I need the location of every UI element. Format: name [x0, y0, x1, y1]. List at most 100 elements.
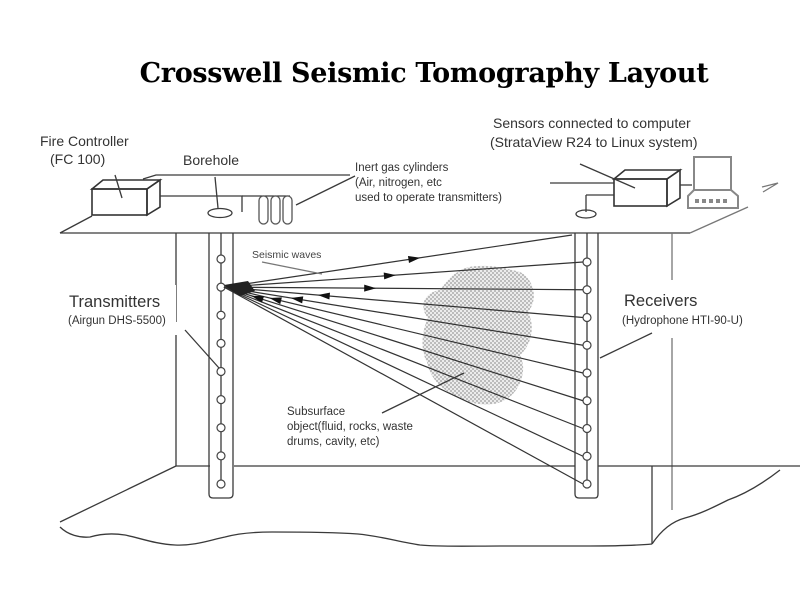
diagram-title: Crosswell Seismic Tomography Layout: [140, 58, 710, 89]
receiver-sensor: [582, 396, 592, 406]
fire-controller-leader: [114, 174, 123, 199]
subsurface-object-detail-1: object(fluid, rocks, waste: [287, 421, 413, 433]
transmitter-casing: [208, 233, 234, 499]
recorder-side: [666, 168, 681, 208]
transmitter-sensor: [216, 395, 226, 405]
seismic-ray: [223, 286, 584, 457]
gas-cylinders-label: Inert gas cylinders: [355, 162, 449, 174]
ray-arrowhead-icon: [269, 297, 282, 305]
transmitters-label: Transmitters: [69, 293, 160, 311]
gas-cylinders-leader: [295, 175, 356, 206]
receiver-casing: [574, 233, 599, 499]
seismic-ray: [223, 286, 584, 374]
transmitter-sensor: [216, 479, 226, 489]
ray-arrowhead-icon: [383, 272, 396, 280]
keyboard-keys: [695, 199, 727, 203]
ground-wavy-bottom: [59, 526, 653, 547]
receiver-sensor: [582, 257, 592, 267]
sensors-label: Sensors connected to computer: [493, 115, 691, 131]
gas-cylinders-detail-2: used to operate transmitters): [355, 192, 502, 204]
gas-cylinder: [282, 195, 293, 225]
seismic-ray: [223, 286, 584, 402]
ray-arrowhead-icon: [407, 256, 421, 263]
seismic-ray-fan: [223, 234, 584, 485]
subsurface-object-leader: [381, 372, 465, 414]
ray-arrowhead-icon: [317, 292, 330, 300]
source-blast-icon: [224, 281, 255, 296]
receiver-sensor: [582, 285, 592, 295]
fire-controller-label: Fire Controller: [40, 133, 129, 149]
transmitter-sensor: [216, 451, 226, 461]
subsurface-anomaly: [422, 265, 534, 405]
gas-cylinders-detail-1: (Air, nitrogen, etc: [355, 177, 442, 189]
receivers-leader: [599, 332, 653, 359]
sensor-recorder-box: [579, 163, 683, 208]
transmitter-sensor: [216, 310, 226, 320]
seismic-ray: [223, 286, 584, 319]
receiver-sensor: [582, 340, 592, 350]
computer-screen: [693, 156, 732, 191]
label-fire-controller: Fire Controller (FC 100): [40, 133, 129, 167]
label-subsurface-object: Subsurface object(fluid, rocks, waste dr…: [287, 406, 413, 448]
borehole-label: Borehole: [183, 152, 239, 168]
receiver-borehole-opening: [575, 209, 597, 219]
computer-icon: [687, 156, 739, 209]
transmitter-borehole-opening: [207, 207, 233, 219]
label-sensors: Sensors connected to computer (StrataVie…: [490, 115, 698, 150]
label-gas-cylinders: Inert gas cylinders (Air, nitrogen, etc …: [355, 162, 502, 204]
receiver-sensor: [582, 368, 592, 378]
receiver-sensor-group: [582, 257, 592, 489]
gas-cylinder: [270, 195, 281, 225]
transmitter-sensor-group: [216, 254, 226, 489]
transmitter-sensor: [216, 338, 226, 348]
receivers-label: Receivers: [624, 292, 697, 310]
transmitter-sensor: [216, 423, 226, 433]
ground-block: [59, 174, 800, 547]
seismic-ray: [223, 286, 584, 346]
receiver-sensor: [582, 479, 592, 489]
right-slant-edge: [651, 469, 781, 545]
sensors-leader: [579, 163, 636, 189]
recorder-front: [613, 178, 668, 207]
subsurface-object-detail-2: drums, cavity, etc): [287, 436, 380, 448]
transmitters-label-bg: [66, 285, 176, 335]
receiver-sensor: [582, 423, 592, 434]
receiver-borehole: [574, 233, 599, 499]
receiver-sensor: [582, 451, 592, 461]
transmitters-model: (Airgun DHS-5500): [68, 315, 166, 327]
transmitter-borehole: [208, 233, 234, 499]
fire-controller-side: [146, 178, 161, 217]
ground-surface-left-edge: [59, 215, 93, 234]
gas-cylinder: [258, 195, 269, 225]
receiver-sensor: [582, 312, 592, 323]
ground-surface-back-right-mark: [761, 182, 779, 193]
ray-arrowhead-icon: [364, 284, 377, 292]
borehole-leader: [214, 176, 219, 209]
seismic-waves-leader: [261, 261, 323, 275]
seismic-ray: [223, 234, 573, 288]
ground-surface-back-edge: [142, 174, 350, 180]
transmitter-sensor: [216, 254, 226, 264]
seismic-ray: [223, 286, 584, 485]
gas-cylinders: [258, 195, 293, 225]
seismic-ray: [223, 261, 584, 288]
label-receivers: Receivers (Hydrophone HTI-90-U): [622, 292, 743, 327]
ray-arrowhead-icon: [251, 295, 265, 303]
left-slant-edge: [59, 465, 177, 523]
seismic-waves-label: Seismic waves: [252, 249, 321, 261]
seismic-ray: [223, 286, 584, 430]
subsurface-object-label: Subsurface: [287, 406, 345, 418]
ray-arrowhead-icon: [290, 296, 304, 304]
ground-surface-right-edge: [689, 206, 749, 234]
seismic-ray: [223, 286, 584, 291]
controller-cable: [160, 195, 243, 212]
transmitter-sensor: [216, 282, 226, 292]
receivers-model: (Hydrophone HTI-90-U): [622, 315, 743, 327]
fire-controller-front: [91, 188, 148, 216]
sensors-model: (StrataView R24 to Linux system): [490, 134, 698, 150]
fire-controller-box: [89, 174, 163, 217]
fire-controller-model: (FC 100): [50, 151, 105, 167]
label-transmitters: Transmitters (Airgun DHS-5500): [66, 285, 176, 335]
